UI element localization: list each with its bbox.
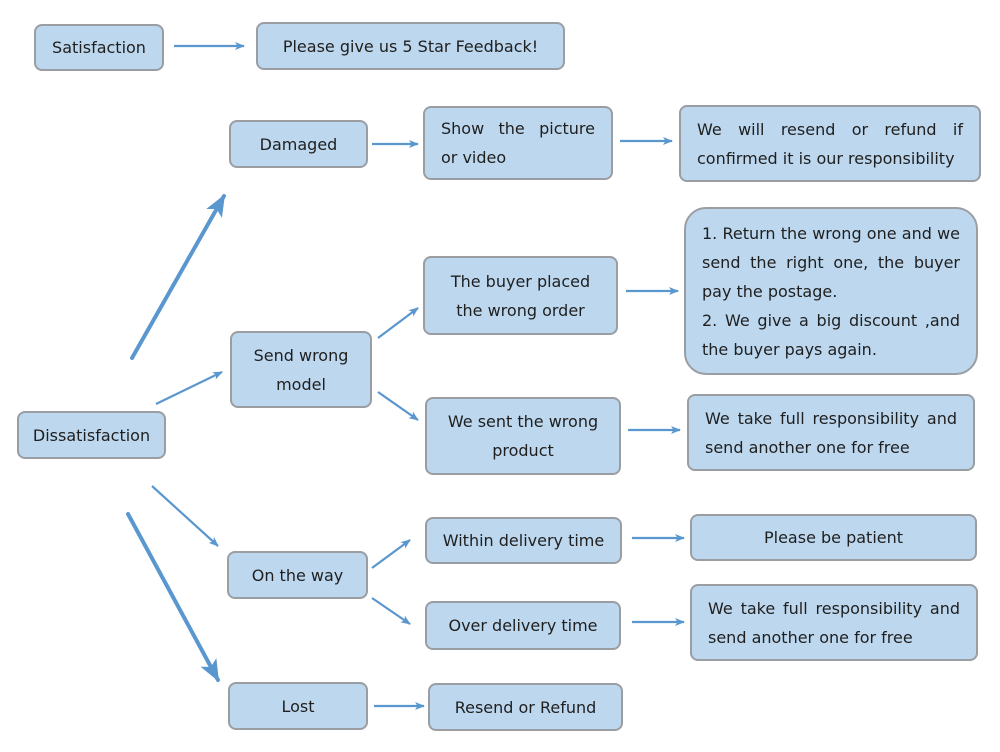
return-wrong-one-line-1: 1. Return the wrong one and we send the …	[702, 223, 960, 301]
arrow-dissatisfaction-to-damaged	[130, 194, 226, 360]
arrow-model-to-buyer-order	[377, 307, 419, 339]
return-wrong-one-line-2: 2. We give a big discount ,and the buyer…	[702, 310, 960, 359]
within-delivery-time-label: Within delivery time	[442, 531, 605, 550]
over-delivery-time-label: Over delivery time	[448, 616, 598, 635]
send-wrong-model-box: Send wrong model	[230, 331, 372, 408]
please-be-patient-box: Please be patient	[690, 514, 977, 561]
within-delivery-time-box: Within delivery time	[425, 517, 622, 564]
on-the-way-label: On the way	[251, 565, 344, 585]
over-delivery-time-box: Over delivery time	[425, 601, 621, 650]
resend-or-refund-confirm-label: We will resend or refund if confirmed it…	[697, 119, 963, 168]
dissatisfaction-box: Dissatisfaction	[17, 411, 166, 459]
satisfaction-label: Satisfaction	[52, 38, 146, 57]
full-responsibility-box-1: We take full responsibility and send ano…	[687, 394, 975, 471]
arrow-way-to-within	[371, 539, 411, 569]
send-wrong-model-label: Send wrong model	[253, 345, 349, 394]
dissatisfaction-label: Dissatisfaction	[32, 425, 151, 445]
full-responsibility-label-2: We take full responsibility and send ano…	[708, 598, 960, 647]
we-sent-wrong-product-box: We sent the wrong product	[425, 397, 621, 475]
full-responsibility-box-2: We take full responsibility and send ano…	[690, 584, 978, 661]
satisfaction-box: Satisfaction	[34, 24, 164, 71]
arrow-dissatisfaction-to-on-the-way	[151, 485, 219, 547]
buyer-wrong-order-label: The buyer placed the wrong order	[450, 271, 591, 320]
please-be-patient-label: Please be patient	[763, 528, 904, 547]
buyer-wrong-order-box: The buyer placed the wrong order	[423, 256, 618, 335]
arrow-model-to-we-sent	[377, 391, 419, 421]
full-responsibility-label-1: We take full responsibility and send ano…	[705, 408, 957, 457]
arrow-way-to-over	[371, 597, 411, 625]
lost-box: Lost	[228, 682, 368, 730]
damaged-box: Damaged	[229, 120, 368, 168]
resend-or-refund-label: Resend or Refund	[454, 697, 597, 717]
arrow-dissatisfaction-to-model	[155, 371, 223, 405]
lost-label: Lost	[281, 696, 315, 716]
show-picture-box: Show the picture or video	[423, 106, 613, 180]
arrow-dissatisfaction-to-lost	[126, 512, 220, 682]
damaged-label: Damaged	[259, 134, 338, 154]
return-wrong-one-box: 1. Return the wrong one and we send the …	[684, 207, 978, 375]
we-sent-wrong-product-label: We sent the wrong product	[447, 412, 599, 460]
on-the-way-box: On the way	[227, 551, 368, 599]
resend-or-refund-box: Resend or Refund	[428, 683, 623, 731]
show-picture-label: Show the picture or video	[441, 119, 595, 167]
feedback-label: Please give us 5 Star Feedback!	[282, 36, 539, 56]
feedback-box: Please give us 5 Star Feedback!	[256, 22, 565, 70]
resend-or-refund-confirm-box: We will resend or refund if confirmed it…	[679, 105, 981, 182]
